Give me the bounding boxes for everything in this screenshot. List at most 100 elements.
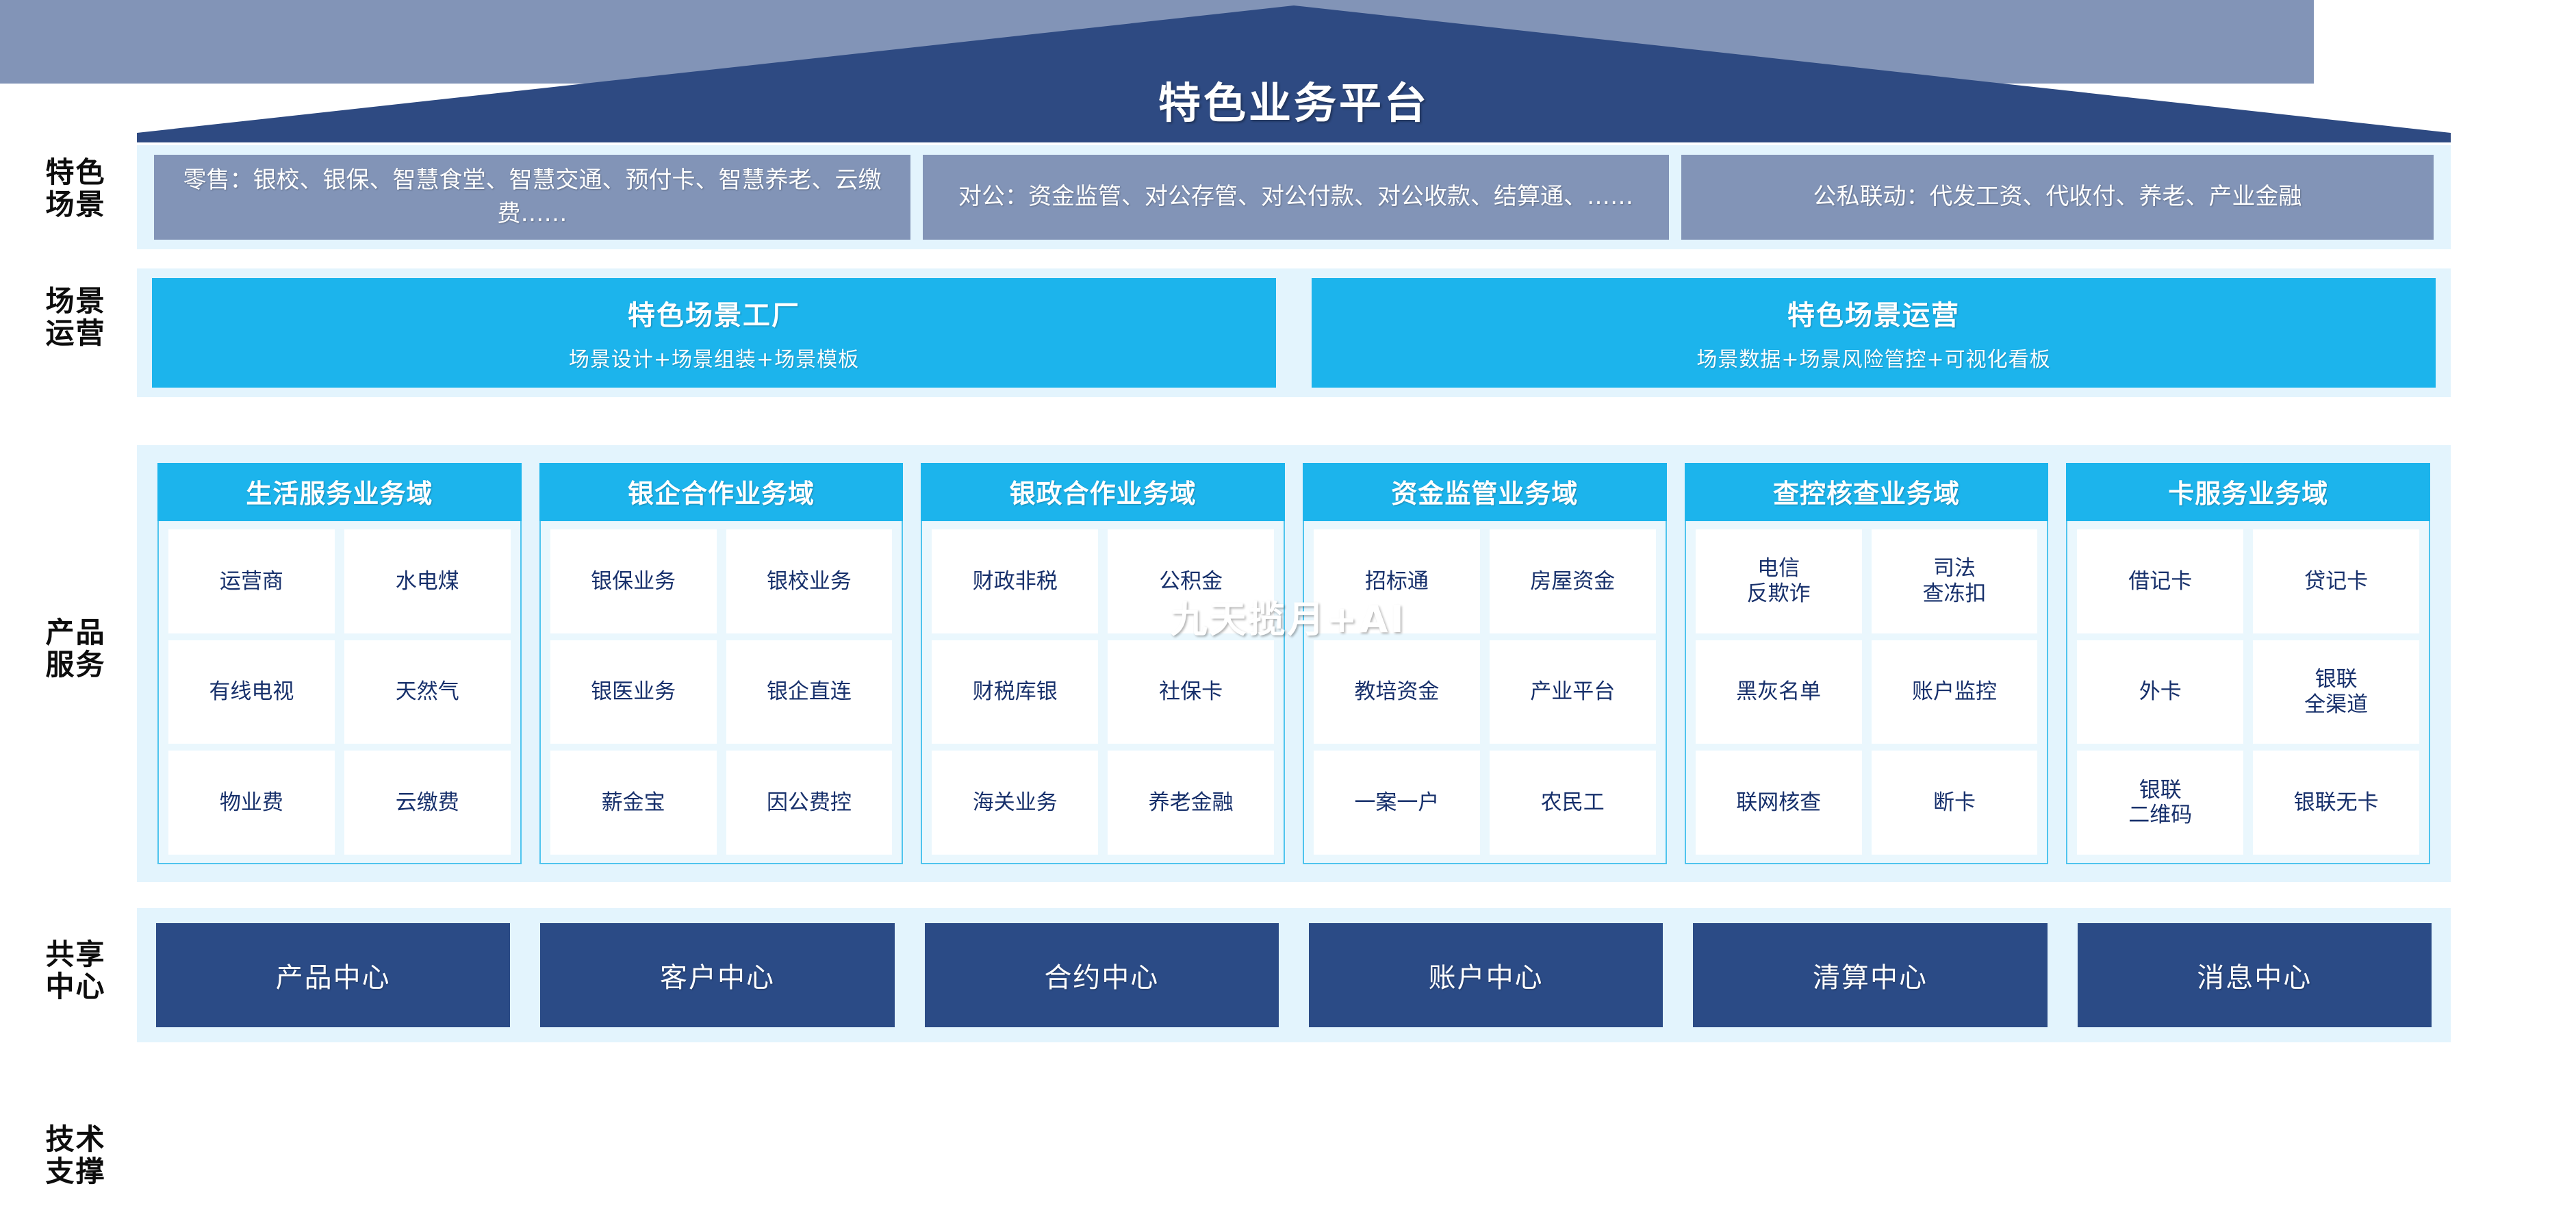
product-cell[interactable]: 招标通: [1314, 529, 1480, 633]
product-cell[interactable]: 云缴费: [344, 751, 511, 855]
operations-box-scene-operation[interactable]: 特色场景运营 场景数据+场景风险管控+可视化看板: [1312, 278, 2436, 388]
product-cell[interactable]: 电信 反欺诈: [1695, 529, 1862, 633]
product-cell[interactable]: 司法 查冻扣: [1871, 529, 2038, 633]
product-cell[interactable]: 社保卡: [1108, 640, 1275, 744]
product-cell[interactable]: 黑灰名单: [1695, 640, 1862, 744]
operations-band: 特色场景工厂 场景设计+场景组装+场景模板 特色场景运营 场景数据+场景风险管控…: [137, 268, 2451, 397]
product-domain-title: 资金监管业务域: [1303, 463, 1667, 521]
operations-subtitle: 场景设计+场景组装+场景模板: [568, 348, 860, 372]
product-cell[interactable]: 银校业务: [726, 529, 893, 633]
product-domain-column[interactable]: 查控核查业务域电信 反欺诈司法 查冻扣黑灰名单账户监控联网核查断卡: [1684, 463, 2049, 864]
row-label-tech-support: 技术 支撑: [45, 1122, 106, 1189]
product-cell-row: 物业费云缴费: [168, 751, 511, 855]
platform-title: 特色业务平台: [1158, 78, 1429, 128]
product-domain-title: 查控核查业务域: [1684, 463, 2049, 521]
product-cell-row: 借记卡贷记卡: [2077, 529, 2420, 633]
scenario-band: 零售：银校、银保、智慧食堂、智慧交通、预付卡、智慧养老、云缴费…… 对公：资金监…: [137, 145, 2451, 249]
product-cell-row: 海关业务养老金融: [932, 751, 1275, 855]
product-domain-body: 招标通房屋资金教培资金产业平台一案一户农民工: [1303, 521, 1667, 864]
product-cell[interactable]: 银联无卡: [2253, 751, 2420, 855]
shared-center-box[interactable]: 产品中心: [156, 923, 511, 1027]
product-cell-row: 招标通房屋资金: [1314, 529, 1656, 633]
product-cell-row: 银医业务银企直连: [550, 640, 893, 744]
product-cell[interactable]: 银联 全渠道: [2253, 640, 2420, 744]
row-label-operations: 场景 运营: [45, 284, 106, 351]
product-cell[interactable]: 银企直连: [726, 640, 893, 744]
tech-support-bar: 九天揽月+AI: [0, 0, 2314, 641]
product-cell[interactable]: 物业费: [168, 751, 335, 855]
product-domain-title: 银政合作业务域: [921, 463, 1286, 521]
product-cell[interactable]: 银联 二维码: [2077, 751, 2244, 855]
product-cell[interactable]: 有线电视: [168, 640, 335, 744]
product-cell-row: 财政非税公积金: [932, 529, 1275, 633]
product-cell[interactable]: 借记卡: [2077, 529, 2244, 633]
product-cell[interactable]: 运营商: [168, 529, 335, 633]
product-domain-title: 银企合作业务域: [539, 463, 904, 521]
shared-center-band: 产品中心客户中心合约中心账户中心清算中心消息中心: [137, 908, 2451, 1042]
product-cell[interactable]: 天然气: [344, 640, 511, 744]
product-cell[interactable]: 教培资金: [1314, 640, 1480, 744]
scenario-box-corporate[interactable]: 对公：资金监管、对公存管、对公付款、对公收款、结算通、……: [923, 155, 1669, 240]
product-domain-title: 卡服务业务域: [2066, 463, 2431, 521]
shared-center-box[interactable]: 客户中心: [540, 923, 895, 1027]
product-cell[interactable]: 房屋资金: [1489, 529, 1656, 633]
product-cell[interactable]: 薪金宝: [550, 751, 717, 855]
product-domain-title: 生活服务业务域: [157, 463, 522, 521]
operations-subtitle: 场景数据+场景风险管控+可视化看板: [1696, 348, 2051, 372]
shared-center-row: 产品中心客户中心合约中心账户中心清算中心消息中心: [137, 908, 2451, 1042]
product-cell-row: 银联 二维码银联无卡: [2077, 751, 2420, 855]
product-cell[interactable]: 贷记卡: [2253, 529, 2420, 633]
product-cell[interactable]: 养老金融: [1108, 751, 1275, 855]
shared-center-box[interactable]: 账户中心: [1308, 923, 1663, 1027]
product-cell-row: 教培资金产业平台: [1314, 640, 1656, 744]
product-cell[interactable]: 财税库银: [932, 640, 1099, 744]
product-cell[interactable]: 水电煤: [344, 529, 511, 633]
product-domain-column[interactable]: 银企合作业务域银保业务银校业务银医业务银企直连薪金宝因公费控: [539, 463, 904, 864]
product-cell-row: 有线电视天然气: [168, 640, 511, 744]
shared-center-box[interactable]: 消息中心: [2077, 923, 2432, 1027]
scenario-box-retail[interactable]: 零售：银校、银保、智慧食堂、智慧交通、预付卡、智慧养老、云缴费……: [154, 155, 910, 240]
product-cell-row: 薪金宝因公费控: [550, 751, 893, 855]
product-cell[interactable]: 因公费控: [726, 751, 893, 855]
row-label-scene: 特色 场景: [45, 155, 106, 222]
product-domain-body: 借记卡贷记卡外卡银联 全渠道银联 二维码银联无卡: [2066, 521, 2431, 864]
shared-center-box[interactable]: 合约中心: [924, 923, 1279, 1027]
product-cell-row: 联网核查断卡: [1695, 751, 2038, 855]
product-domain-body: 电信 反欺诈司法 查冻扣黑灰名单账户监控联网核查断卡: [1684, 521, 2049, 864]
product-cell-row: 银保业务银校业务: [550, 529, 893, 633]
product-cell[interactable]: 农民工: [1489, 751, 1656, 855]
product-domain-column[interactable]: 银政合作业务域财政非税公积金财税库银社保卡海关业务养老金融: [921, 463, 1286, 864]
product-domain-body: 运营商水电煤有线电视天然气物业费云缴费: [157, 521, 522, 864]
shared-center-box[interactable]: 清算中心: [1693, 923, 2048, 1027]
product-domain-column[interactable]: 资金监管业务域招标通房屋资金教培资金产业平台一案一户农民工: [1303, 463, 1667, 864]
product-domain-body: 银保业务银校业务银医业务银企直连薪金宝因公费控: [539, 521, 904, 864]
product-cell[interactable]: 银保业务: [550, 529, 717, 633]
product-cell[interactable]: 断卡: [1871, 751, 2038, 855]
operations-box-scene-factory[interactable]: 特色场景工厂 场景设计+场景组装+场景模板: [152, 278, 1276, 388]
product-cell[interactable]: 账户监控: [1871, 640, 2038, 744]
product-cell[interactable]: 联网核查: [1695, 751, 1862, 855]
platform-roof: 特色业务平台: [137, 5, 2451, 142]
operations-title: 特色场景运营: [1787, 300, 1960, 331]
product-domain-body: 财政非税公积金财税库银社保卡海关业务养老金融: [921, 521, 1286, 864]
scenario-box-public-private[interactable]: 公私联动：代发工资、代收付、养老、产业金融: [1681, 155, 2434, 240]
product-domain-column[interactable]: 生活服务业务域运营商水电煤有线电视天然气物业费云缴费: [157, 463, 522, 864]
product-cell[interactable]: 外卡: [2077, 640, 2244, 744]
product-cell[interactable]: 财政非税: [932, 529, 1099, 633]
product-cell-row: 运营商水电煤: [168, 529, 511, 633]
product-cell[interactable]: 产业平台: [1489, 640, 1656, 744]
product-cell-row: 黑灰名单账户监控: [1695, 640, 2038, 744]
product-cell-row: 财税库银社保卡: [932, 640, 1275, 744]
product-cell[interactable]: 一案一户: [1314, 751, 1480, 855]
row-label-product-service: 产品 服务: [45, 616, 106, 682]
product-domain-column[interactable]: 卡服务业务域借记卡贷记卡外卡银联 全渠道银联 二维码银联无卡: [2066, 463, 2431, 864]
product-cell[interactable]: 公积金: [1108, 529, 1275, 633]
row-label-shared-center: 共享 中心: [45, 938, 106, 1004]
product-cell-row: 电信 反欺诈司法 查冻扣: [1695, 529, 2038, 633]
product-cell[interactable]: 海关业务: [932, 751, 1099, 855]
product-cell[interactable]: 银医业务: [550, 640, 717, 744]
roof-shape: [137, 5, 2451, 142]
operations-title: 特色场景工厂: [628, 300, 800, 331]
